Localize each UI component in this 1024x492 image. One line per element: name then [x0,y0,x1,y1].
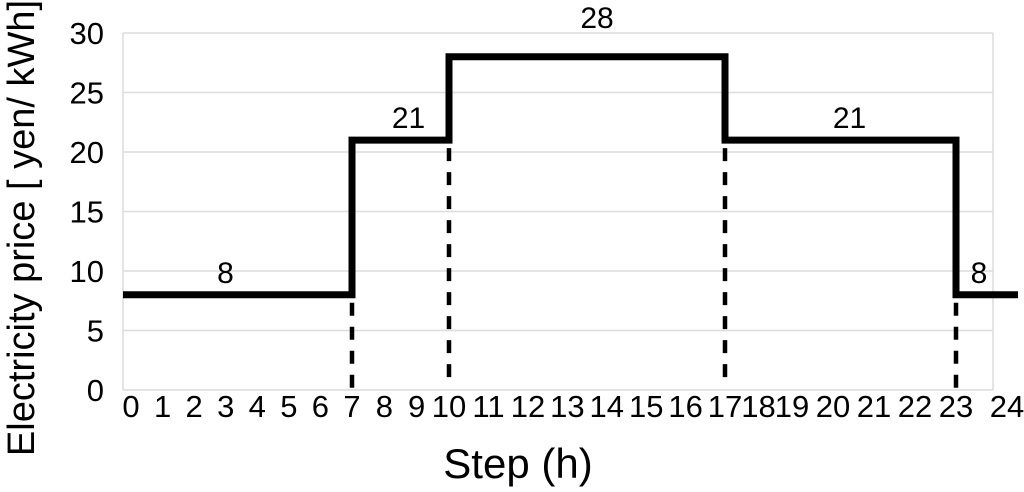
data-label: 21 [392,102,425,135]
x-tick-label: 24 [990,389,1024,424]
x-tick-label: 15 [629,389,663,424]
x-tick-label: 6 [312,389,329,424]
x-tick-label: 1 [154,389,171,424]
y-tick-label: 15 [70,195,104,230]
data-label: 8 [971,257,988,290]
x-tick-label: 16 [668,389,702,424]
y-tick-label: 10 [70,254,104,289]
x-tick-label: 14 [590,389,624,424]
x-tick-label: 10 [432,389,466,424]
x-axis-title: Step (h) [443,440,593,487]
x-tick-label: 2 [186,389,203,424]
x-tick-label: 3 [217,389,234,424]
y-tick-label: 20 [70,135,104,170]
x-tick-label: 12 [511,389,545,424]
step-line [123,53,1018,299]
x-tick-label: 4 [249,389,266,424]
x-tick-label: 18 [741,389,775,424]
data-label: 28 [580,2,613,35]
data-label: 21 [833,102,866,135]
x-tick-label: 7 [343,389,360,424]
x-tick-label: 0 [122,389,139,424]
x-tick-label: 19 [775,389,809,424]
y-tick-label: 25 [70,76,104,111]
x-tick-label: 5 [280,389,297,424]
x-tick-label: 13 [550,389,584,424]
y-tick-label: 30 [70,16,104,51]
x-tick-label: 8 [376,389,393,424]
x-tick-label: 17 [708,389,742,424]
data-label: 8 [217,257,234,290]
x-tick-label: 23 [939,389,973,424]
x-tick-label: 9 [408,389,425,424]
x-tick-label: 20 [816,389,850,424]
y-tick-label: 0 [87,373,104,408]
y-tick-label: 5 [87,314,104,349]
x-tick-label: 22 [898,389,932,424]
x-tick-label: 11 [472,389,504,424]
y-axis-title: Electricity price [ yen/ kWh] [1,0,43,457]
x-tick-label: 21 [857,389,891,424]
